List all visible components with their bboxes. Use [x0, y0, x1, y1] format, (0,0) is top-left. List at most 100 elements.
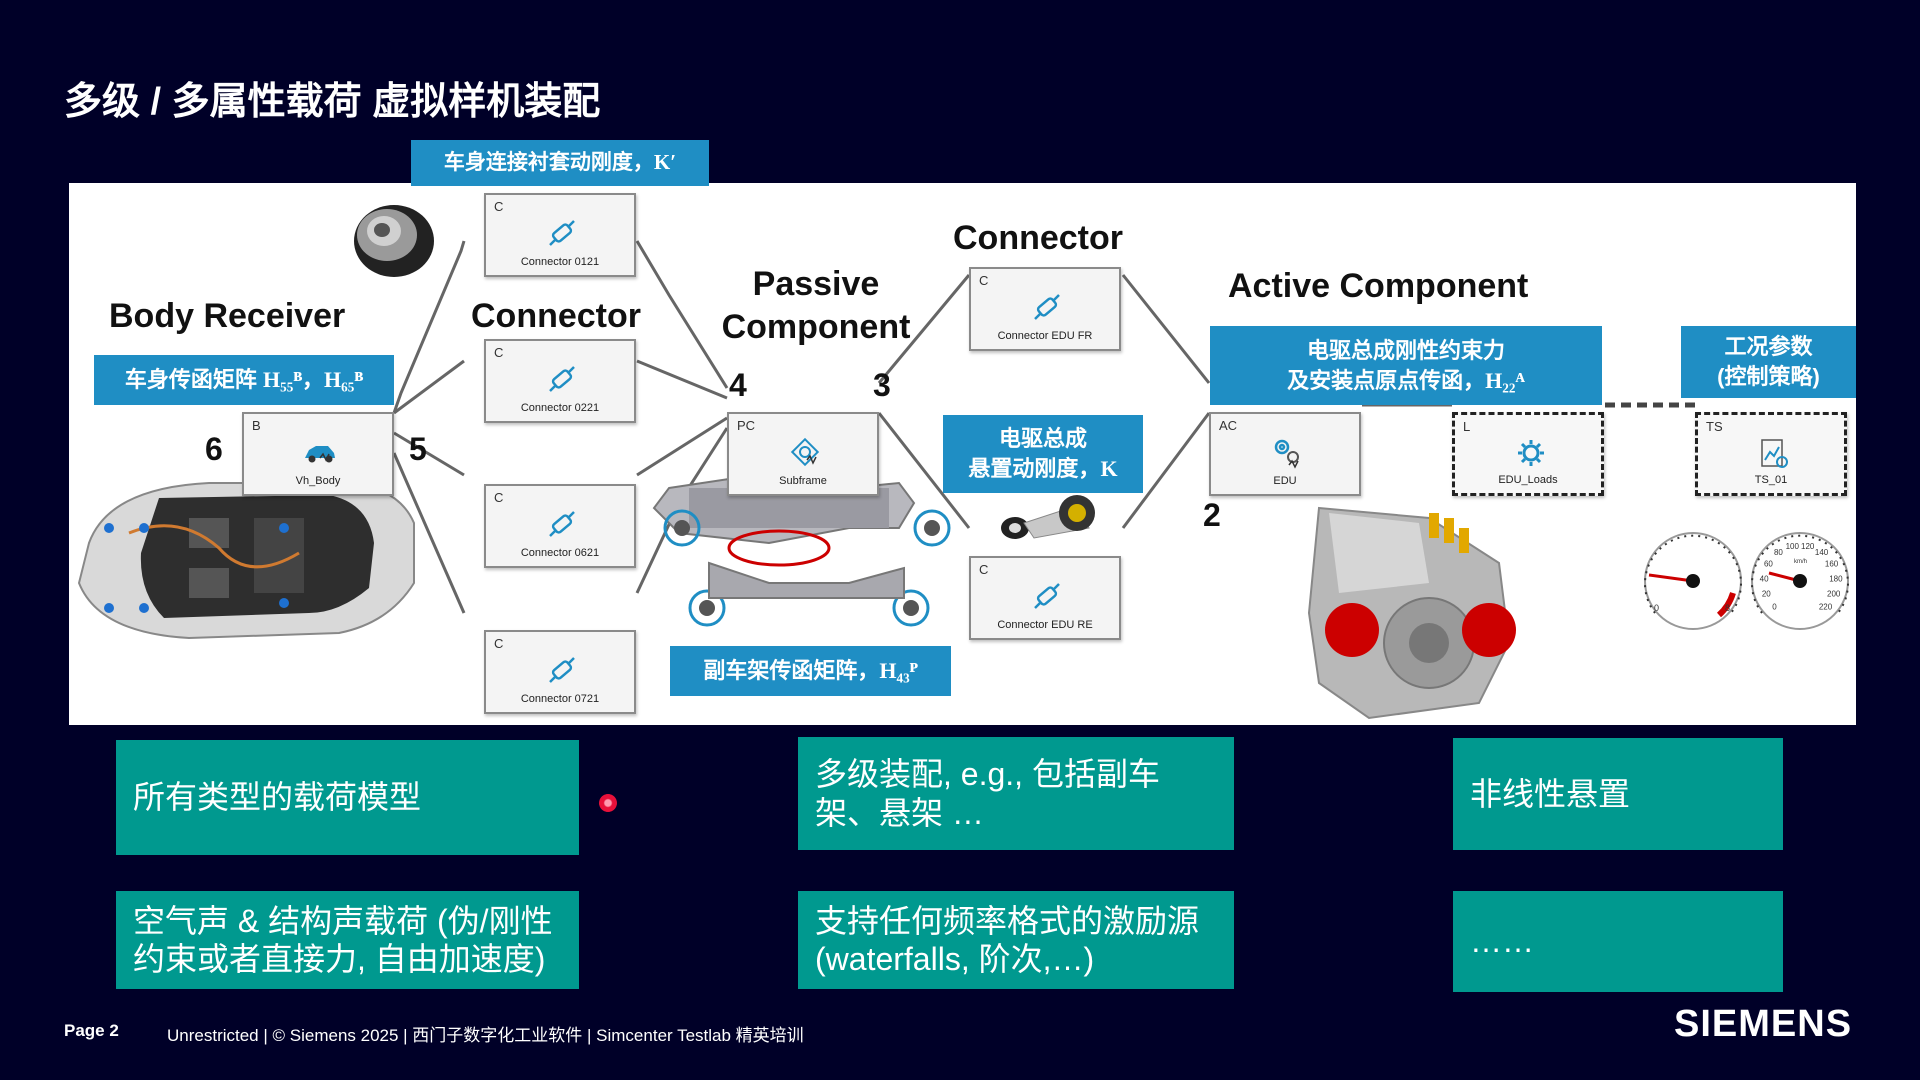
node-tag: C [494, 636, 504, 651]
subframe-tf-text: 副车架传函矩阵， [703, 658, 880, 684]
node-label: Connector 0221 [520, 402, 600, 414]
node-tag: PC [737, 418, 756, 433]
node-label: EDU [1273, 475, 1297, 487]
node-connector-0621[interactable]: C Connector 0621 [484, 484, 636, 568]
heading-connector-left: Connector [471, 297, 641, 335]
node-label: Connector 0121 [520, 256, 600, 268]
chart-icon [1761, 439, 1788, 468]
connector-icon [1034, 294, 1060, 320]
operating-parameters-box: 工况参数 (控制策略) [1681, 326, 1856, 398]
node-label: Subframe [779, 475, 827, 487]
mount-stiffness-box: 电驱总成 悬置动刚度，K [943, 415, 1143, 493]
loads-gear-icon [1518, 440, 1544, 466]
mount-line1: 电驱总成 [998, 426, 1087, 452]
feature-nonlinear-mount: 非线性悬置 [1453, 738, 1783, 850]
heading-body-receiver: Body Receiver [109, 297, 346, 335]
heading-active-component: Active Component [1228, 267, 1529, 305]
node-label: Connector 0621 [520, 547, 600, 559]
feature-multi-level-assembly: 多级装配, e.g., 包括副车架、悬架 … [798, 737, 1234, 850]
body-transfer-matrix-box: 车身传函矩阵 H₅₅ᴮ，H₆₅ᴮ [94, 355, 394, 405]
gauge-right-tick: 0 [1772, 603, 1777, 612]
node-tag: TS [1706, 419, 1723, 434]
node-label: Connector EDU FR [997, 330, 1093, 342]
gauge-right-tick: 160 [1825, 560, 1839, 569]
gauge-right-tick: 20 [1762, 590, 1771, 599]
feature-airborne-structure-borne: 空气声 & 结构声载荷 (伪/刚性约束或者直接力, 自由加速度) [116, 891, 579, 989]
gauge-right-tick: 120 [1801, 542, 1815, 551]
subframe-transfer-matrix-box: 副车架传函矩阵，H₄₃ᴾ [670, 646, 951, 696]
edu-symbol: H₂₂ᴬ [1485, 367, 1525, 393]
gauge-left: 0 8 [1644, 532, 1742, 630]
node-label: EDU_Loads [1498, 474, 1558, 486]
passive-component-icon [790, 437, 820, 467]
node-tag: B [252, 418, 261, 433]
car-image [77, 482, 415, 640]
node-connector-edu-fr[interactable]: C Connector EDU FR [969, 267, 1121, 351]
node-subframe[interactable]: PC Subframe [727, 412, 879, 496]
gauge-right-tick: 60 [1764, 560, 1773, 569]
gauge-left-min: 0 [1654, 603, 1659, 613]
node-tag: C [979, 562, 989, 577]
node-tag: C [494, 345, 504, 360]
gauge-right-tick: 220 [1819, 603, 1833, 612]
gauge-right-tick: 40 [1760, 574, 1769, 583]
port-number-3: 3 [873, 367, 891, 403]
heading-passive-line1: Passive [752, 265, 880, 303]
node-label: Connector 0721 [520, 693, 600, 705]
mount-symbol: K [1100, 456, 1118, 481]
connector-icon [549, 366, 575, 392]
op-line1: 工况参数 [1724, 334, 1813, 360]
node-tag: C [494, 199, 504, 214]
bushing-image [354, 205, 434, 277]
port-number-5: 5 [409, 431, 427, 467]
bushing-symbol: K′ [653, 150, 677, 175]
edu-constraint-force-box: 电驱总成刚性约束力 及安装点原点传函，H₂₂ᴬ [1210, 326, 1602, 405]
port-number-2: 2 [1203, 497, 1221, 533]
bushing-stiffness-box: 车身连接衬套动刚度，K′ [411, 140, 709, 186]
node-connector-edu-re[interactable]: C Connector EDU RE [969, 556, 1121, 640]
feature-any-frequency-format: 支持任何频率格式的激励源 (waterfalls, 阶次,…) [798, 891, 1234, 989]
mount-image [1001, 495, 1095, 539]
gauge-right-tick: 180 [1829, 574, 1843, 583]
footer-text: Unrestricted | © Siemens 2025 | 西门子数字化工业… [167, 1026, 804, 1045]
mount-line2: 悬置动刚度， [968, 456, 1101, 481]
op-line2: (控制策略) [1717, 364, 1820, 389]
gauge-right-tick: 80 [1774, 548, 1783, 557]
gauge-right-tick: 100 [1786, 542, 1800, 551]
laser-pointer-dot [599, 794, 617, 812]
edu-line2: 及安装点原点传函， [1287, 367, 1486, 393]
edu-motor-image [1307, 506, 1516, 720]
edu-line1: 电驱总成刚性约束力 [1306, 337, 1505, 363]
node-tag: L [1463, 419, 1471, 434]
page-number: Page 2 [64, 1021, 119, 1040]
gauge-right-tick: 200 [1827, 590, 1841, 599]
node-label: Vh_Body [295, 475, 341, 487]
connector-icon [549, 657, 575, 683]
node-body[interactable]: B Vh_Body [242, 412, 394, 496]
active-component-icon [1274, 439, 1299, 469]
node-tag: C [494, 490, 504, 505]
subframe-tf-symbol: H₄₃ᴾ [879, 658, 918, 684]
gauge-right-unit: km/h [1794, 559, 1807, 565]
node-label: TS_01 [1754, 474, 1788, 486]
body-tf-text: 车身传函矩阵 [124, 367, 264, 393]
node-connector-0121[interactable]: C Connector 0121 [484, 193, 636, 277]
heading-passive-component: Passive Component [711, 263, 921, 348]
heading-connector-right: Connector [953, 219, 1123, 257]
node-edu-loads[interactable]: L EDU_Loads [1452, 412, 1604, 496]
node-tag: AC [1219, 418, 1238, 433]
node-connector-0221[interactable]: C Connector 0221 [484, 339, 636, 423]
car-body-icon [305, 446, 335, 463]
connector-icon [549, 220, 575, 246]
node-tag: C [979, 273, 989, 288]
node-label: Connector EDU RE [997, 619, 1093, 631]
connector-icon [1034, 583, 1060, 609]
node-ts[interactable]: TS TS_01 [1695, 412, 1847, 496]
port-number-4: 4 [729, 367, 747, 403]
feature-more: …… [1453, 891, 1783, 992]
node-connector-0721[interactable]: C Connector 0721 [484, 630, 636, 714]
siemens-logo: SIEMENS [1674, 1003, 1853, 1045]
node-edu[interactable]: AC EDU [1209, 412, 1361, 496]
